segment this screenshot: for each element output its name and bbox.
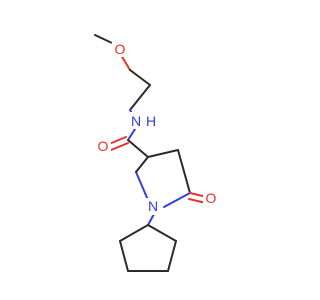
ether-oxygen-label: O xyxy=(115,41,126,57)
bond-methyl-ether xyxy=(94,34,113,44)
lactam-oxygen-label-background xyxy=(203,190,219,206)
ring-bond-c3-c4 xyxy=(147,149,179,158)
amide-nitrogen-atom: N H xyxy=(129,112,160,129)
ring-nitrogen-label-background xyxy=(145,198,161,215)
ring-bond-c4-c5 xyxy=(177,149,191,194)
cyclopentyl-bond-2 xyxy=(167,240,177,272)
amide-oxygen-label: O xyxy=(98,138,109,154)
ring-nitrogen-label: N xyxy=(148,198,158,214)
amide-hydrogen-label: H xyxy=(146,113,156,129)
bond-amide-carbonyl-double-1 xyxy=(108,136,127,145)
ring-bond-n1-c2 xyxy=(135,171,149,201)
lactam-oxygen-atom: O xyxy=(203,190,219,206)
amide-oxygen-atom: O xyxy=(95,138,111,154)
cyclopentyl-bond-5 xyxy=(119,224,149,242)
bond-amide-carbonyl-double-2 xyxy=(110,142,129,151)
amide-nitrogen-label: N xyxy=(131,113,141,129)
atom-label-layer: O N H O N O xyxy=(95,41,219,215)
ether-oxygen-label-background xyxy=(112,41,128,57)
ring-bond-c5-n1 xyxy=(163,192,191,208)
bond-ether-chain-1 xyxy=(129,69,151,86)
bond-ring-n-to-cyclopentyl xyxy=(147,213,155,226)
ring-nitrogen-atom: N xyxy=(145,198,161,215)
cyclopentyl-bond-1 xyxy=(147,224,177,242)
ether-oxygen-atom: O xyxy=(112,41,128,57)
bond-layer xyxy=(94,34,208,272)
amide-nitrogen-label-background xyxy=(129,112,160,129)
cyclopentyl-bond-4 xyxy=(119,240,129,272)
amide-oxygen-label-background xyxy=(95,138,111,154)
molecule-structure: O N H O N O xyxy=(94,34,219,272)
bond-carbonyl-to-ring xyxy=(127,139,149,158)
lactam-oxygen-label: O xyxy=(206,190,217,206)
ring-bond-c2-c3 xyxy=(135,156,149,173)
bond-ether-oxygen-right xyxy=(120,54,131,71)
bond-ether-chain-2 xyxy=(129,84,151,111)
